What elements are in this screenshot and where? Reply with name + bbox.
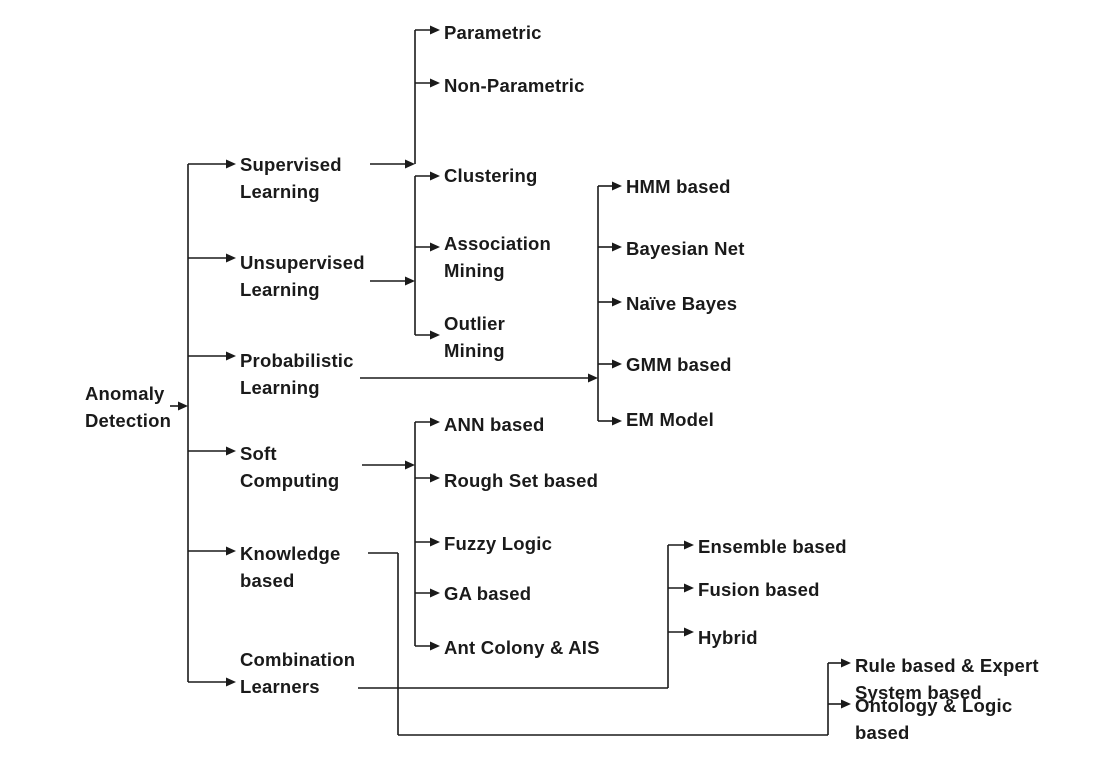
- arrowhead-26: [430, 171, 440, 181]
- arrowhead-23: [405, 276, 415, 286]
- node-anomaly-detection: Anomaly Detection: [85, 383, 172, 431]
- arrowhead-45: [405, 460, 415, 470]
- arrowhead-62: [684, 583, 694, 593]
- node-ensemble-based: Ensemble based: [698, 536, 847, 557]
- arrowhead-56: [430, 641, 440, 651]
- node-combination-learners: Combination Learners: [240, 649, 356, 697]
- node-outlier-mining: Outlier Mining: [444, 313, 506, 361]
- node-hmm-based: HMM based: [626, 176, 731, 197]
- node-association-mining: Association Mining: [444, 233, 552, 281]
- node-probabilistic-learning: Probabilistic Learning: [240, 350, 354, 398]
- arrowhead-32: [588, 373, 598, 383]
- arrowhead-48: [430, 417, 440, 427]
- arrowhead-21: [430, 78, 440, 88]
- node-fuzzy-logic: Fuzzy Logic: [444, 533, 553, 554]
- arrowhead-39: [612, 297, 622, 307]
- node-naive-bayes: Naïve Bayes: [626, 293, 738, 314]
- arrowhead-60: [684, 540, 694, 550]
- arrowhead-30: [430, 330, 440, 340]
- node-ontology-logic-based: Ontology & Logic based: [855, 695, 1013, 743]
- arrowhead-52: [430, 537, 440, 547]
- arrowhead-6: [226, 253, 236, 263]
- node-rough-set-based: Rough Set based: [444, 470, 599, 491]
- node-unsupervised-learning: Unsupervised Learning: [240, 252, 365, 300]
- arrowhead-37: [612, 242, 622, 252]
- arrowhead-12: [226, 546, 236, 556]
- node-gmm-based: GMM based: [626, 354, 732, 375]
- node-ga-based: GA based: [444, 583, 532, 604]
- arrowhead-19: [430, 25, 440, 35]
- node-fusion-based: Fusion based: [698, 579, 820, 600]
- node-ann-based: ANN based: [444, 414, 545, 435]
- arrowhead-28: [430, 242, 440, 252]
- arrowhead-50: [430, 473, 440, 483]
- arrowhead-41: [612, 359, 622, 369]
- arrowhead-70: [841, 658, 851, 668]
- arrowhead-16: [405, 159, 415, 169]
- node-soft-computing: Soft Computing: [240, 443, 340, 491]
- node-hybrid: Hybrid: [698, 627, 758, 648]
- arrowhead-35: [612, 181, 622, 191]
- arrowhead-43: [612, 416, 622, 426]
- arrowhead-14: [226, 677, 236, 687]
- node-parametric: Parametric: [444, 22, 542, 43]
- arrowhead-72: [841, 699, 851, 709]
- node-bayesian-net: Bayesian Net: [626, 238, 745, 259]
- node-em-model: EM Model: [626, 409, 714, 430]
- arrowhead-64: [684, 627, 694, 637]
- node-supervised-learning: Supervised Learning: [240, 154, 342, 202]
- node-non-parametric: Non-Parametric: [444, 75, 585, 96]
- arrowhead-10: [226, 446, 236, 456]
- arrowhead-4: [226, 159, 236, 169]
- node-clustering: Clustering: [444, 165, 538, 186]
- node-ant-colony-ais: Ant Colony & AIS: [444, 637, 600, 658]
- node-knowledge-based: Knowledge based: [240, 543, 341, 591]
- arrowhead-8: [226, 351, 236, 361]
- arrowhead-1: [178, 401, 188, 411]
- arrowhead-54: [430, 588, 440, 598]
- node-rule-based-expert-system: Rule based & Expert System based: [855, 655, 1039, 703]
